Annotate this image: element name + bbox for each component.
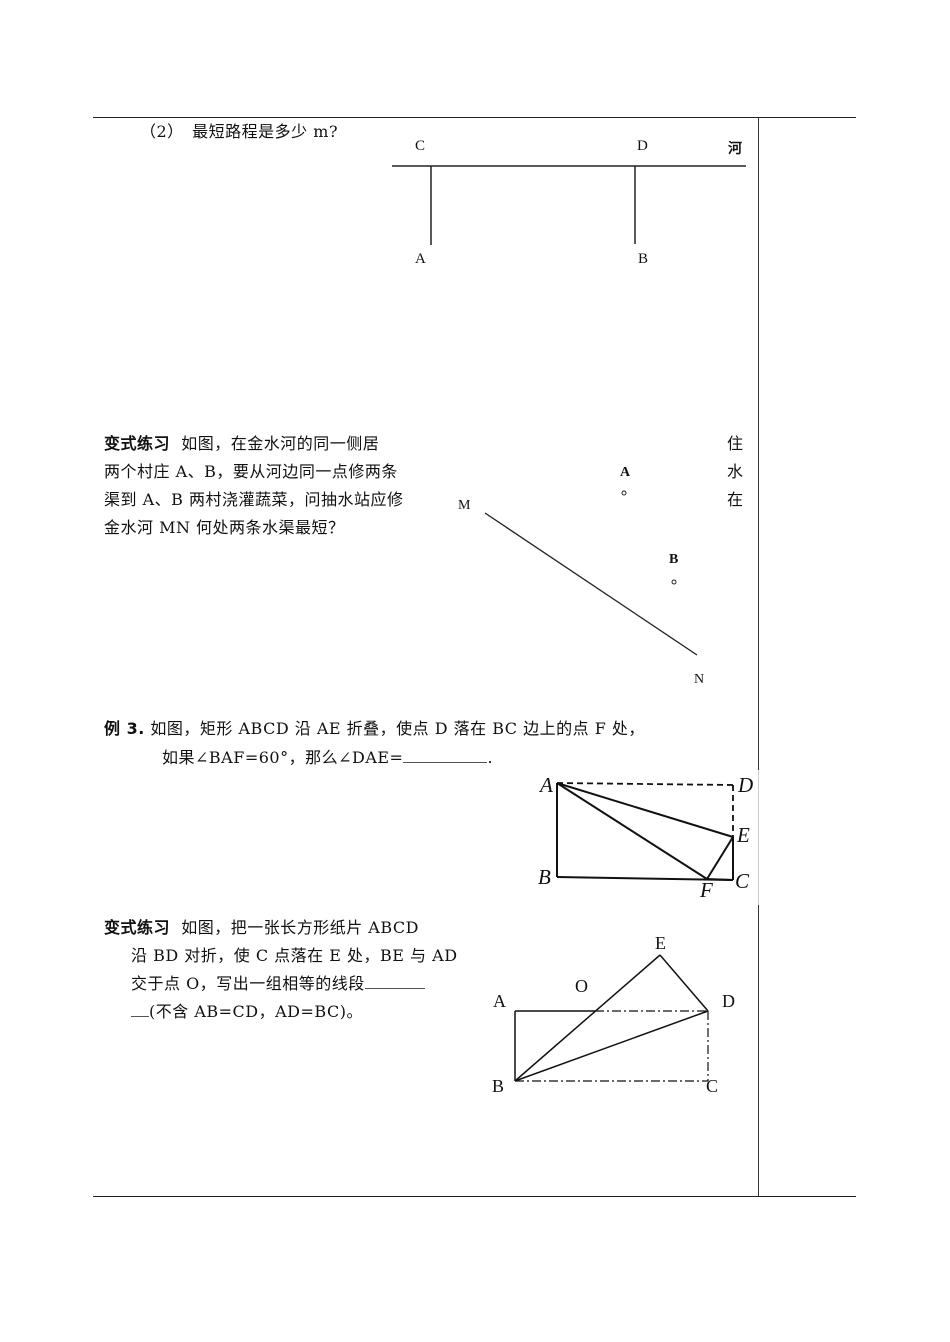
label-n: N	[694, 672, 705, 687]
variant2-line-4: (不含 AB=CD，AD=BC)。	[131, 998, 363, 1026]
label-o: O	[575, 976, 588, 996]
fold-paper-figure: E O A D B C	[480, 925, 750, 1100]
label-b: B	[538, 865, 551, 889]
overflow-char-3: 在	[727, 490, 744, 509]
answer-blank-segments-cont[interactable]	[131, 998, 149, 1017]
fold-paper-diagram	[514, 954, 709, 1082]
variant2-line-3: 交于点 O，写出一组相等的线段	[131, 970, 425, 998]
variant1-line-4: 金水河 MN 何处两条水渠最短？	[104, 518, 345, 537]
column-divider	[758, 117, 759, 770]
variant1-line-1: 变式练习 如图，在金水河的同一侧居	[104, 434, 380, 453]
fold-rectangle-diagram	[556, 782, 734, 881]
column-divider-lower	[758, 905, 759, 1196]
label-c: C	[415, 138, 426, 154]
example3-line-2: 如果∠BAF=60°，那么∠DAE=.	[162, 744, 493, 772]
variant2-heading: 变式练习	[104, 918, 171, 937]
example3-heading: 例 3.	[104, 719, 145, 738]
label-e: E	[737, 823, 750, 847]
column-divider-faint	[758, 770, 759, 905]
table-top-border	[93, 117, 856, 118]
variant1-line-2: 两个村庄 A、B，要从河边同一点修两条	[104, 462, 398, 481]
label-b: B	[638, 251, 649, 267]
label-c: C	[706, 1076, 719, 1096]
example3-line-1: 例 3. 如图，矩形 ABCD 沿 AE 折叠，使点 D 落在 BC 边上的点 …	[104, 719, 645, 738]
table-bottom-border	[93, 1196, 856, 1197]
fold-rectangle-figure: A D E B F C	[530, 765, 770, 905]
river-diagram	[392, 165, 746, 245]
answer-blank-dae[interactable]	[403, 744, 488, 763]
variant1-line-3: 渠到 A、B 两村浇灌蔬菜，问抽水站应修	[104, 490, 404, 509]
label-e: E	[655, 933, 666, 953]
mn-figure: M N A B	[450, 455, 730, 695]
label-a: A	[540, 773, 553, 797]
river-figure: C D 河 A B	[380, 130, 760, 280]
mn-diagram	[484, 490, 698, 656]
label-d: D	[738, 773, 754, 797]
overflow-char-2: 水	[727, 462, 744, 481]
label-river: 河	[728, 142, 742, 157]
label-d: D	[722, 991, 735, 1011]
label-village-b: B	[669, 552, 679, 567]
label-d: D	[637, 138, 648, 154]
answer-blank-segments[interactable]	[364, 970, 425, 989]
variant2-line-1: 变式练习 如图，把一张长方形纸片 ABCD	[104, 918, 419, 937]
label-c: C	[735, 869, 750, 893]
question-2: （2） 最短路程是多少 m?	[140, 122, 339, 141]
variant2-line-2: 沿 BD 对折，使 C 点落在 E 处，BE 与 AD	[131, 946, 458, 965]
label-f: F	[700, 878, 713, 902]
overflow-char-1: 住	[727, 434, 744, 453]
label-village-a: A	[620, 465, 631, 480]
label-a: A	[415, 251, 426, 267]
variant1-heading: 变式练习	[104, 434, 171, 453]
label-a: A	[493, 991, 506, 1011]
label-m: M	[458, 498, 471, 513]
label-b: B	[492, 1076, 505, 1096]
